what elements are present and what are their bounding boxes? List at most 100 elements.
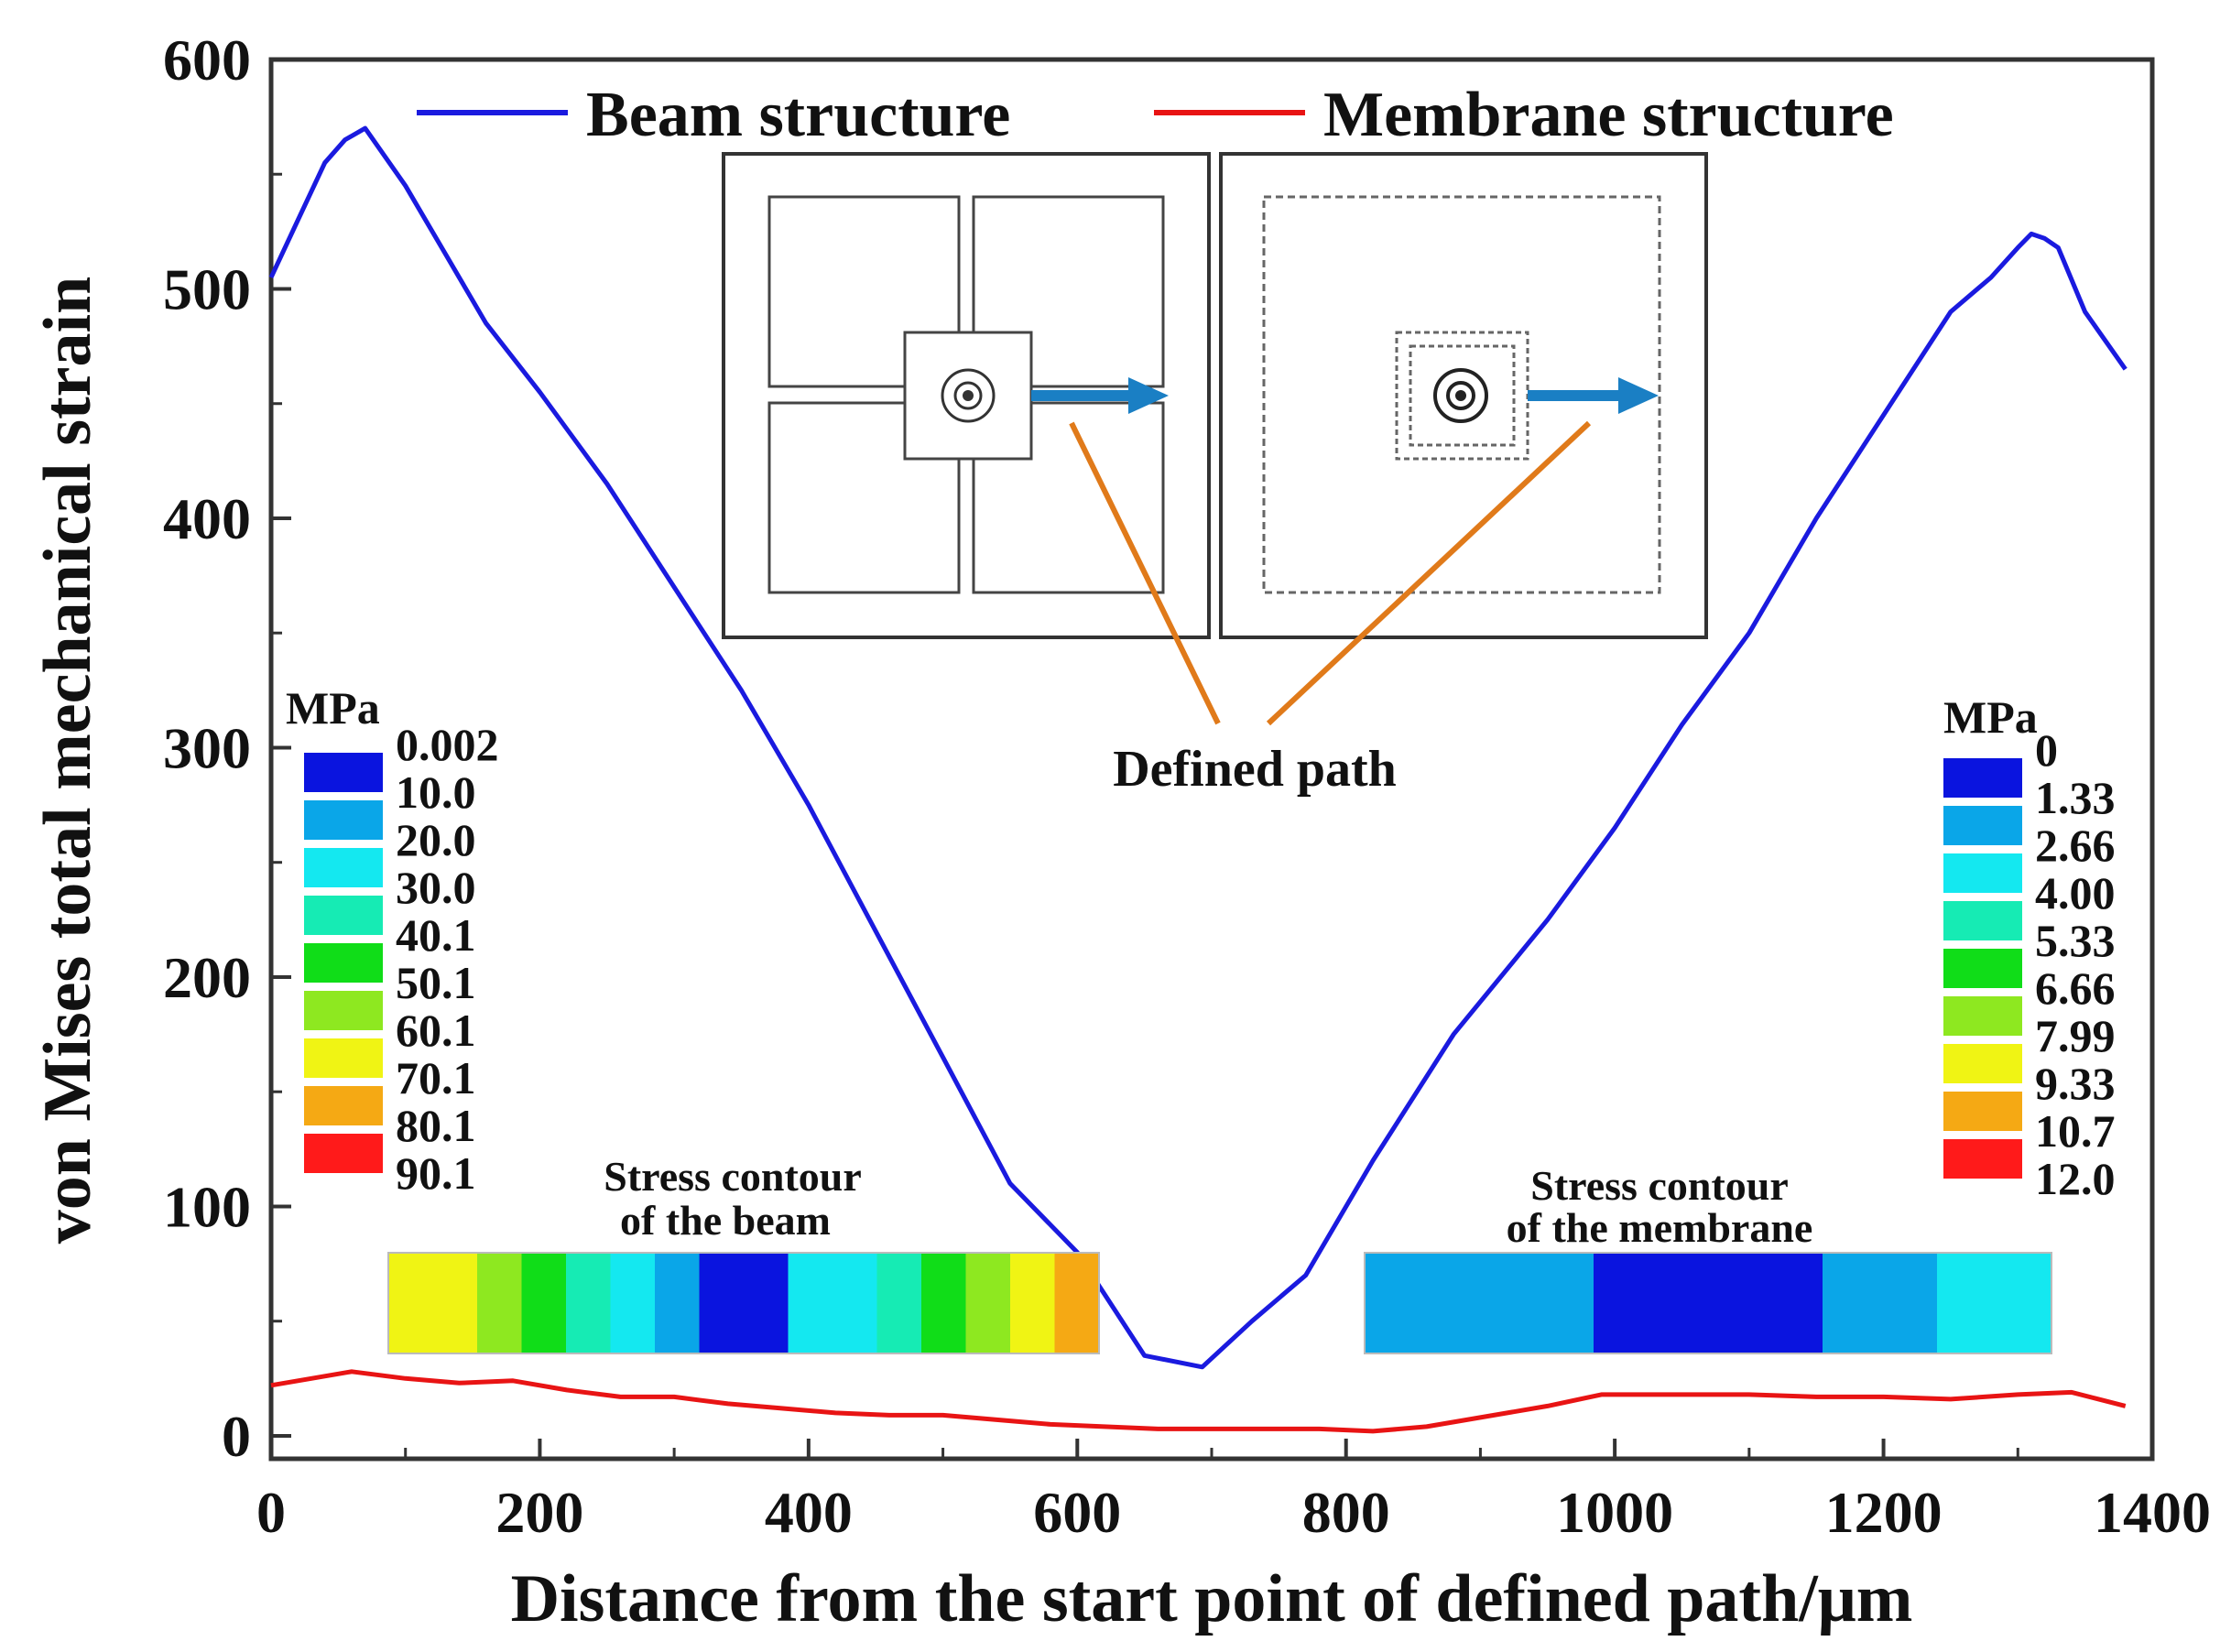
contour-0-band-13 bbox=[965, 1253, 1011, 1353]
x-tick-label-0: 0 bbox=[256, 1480, 286, 1545]
x-tick-label-4: 800 bbox=[1302, 1480, 1390, 1545]
contour-0-band-14 bbox=[1010, 1253, 1056, 1353]
contour-0-band-7 bbox=[699, 1253, 745, 1353]
colorbar-0-label-7: 70.1 bbox=[396, 1052, 476, 1103]
colorbar-0-swatch-2 bbox=[304, 848, 383, 887]
colorbar-0-label-6: 60.1 bbox=[396, 1005, 476, 1056]
tick-layer: 0 200 400 600 800 1000 1200 1400 0 100 200 300 400 50… bbox=[163, 27, 2211, 1545]
y-axis-title: von Mises total mechanical strain bbox=[30, 277, 105, 1244]
x-tick-label-6: 1200 bbox=[1825, 1480, 1943, 1545]
defined-path-label: Defined path bbox=[1113, 741, 1397, 798]
contour-0-band-1 bbox=[432, 1253, 478, 1353]
colorbar-0-label-3: 30.0 bbox=[396, 862, 476, 913]
contour-1-band-0 bbox=[1365, 1253, 1480, 1353]
y-tick-label-2: 200 bbox=[163, 945, 251, 1010]
contour-1-band-3 bbox=[1708, 1253, 1823, 1353]
colorbar-1-label-4: 5.33 bbox=[2035, 915, 2116, 966]
legend-label-beam: Beam structure bbox=[586, 80, 1010, 150]
colorbar-1-label-6: 7.99 bbox=[2035, 1010, 2116, 1061]
colorbar-1-label-7: 9.33 bbox=[2035, 1058, 2116, 1109]
inset-beam-schematic bbox=[722, 152, 1211, 639]
colorbar-beam-unit: MPa bbox=[286, 682, 380, 734]
contour-0-band-5 bbox=[610, 1253, 656, 1353]
colorbar-1-swatch-8 bbox=[1943, 1139, 2022, 1179]
colorbar-1-label-3: 4.00 bbox=[2035, 867, 2116, 918]
contour-1-band-5 bbox=[1937, 1253, 2052, 1353]
colorbar-1-swatch-0 bbox=[1943, 758, 2022, 798]
colorbar-0-label-0: 0.002 bbox=[396, 719, 499, 770]
contour-1-band-1 bbox=[1479, 1253, 1594, 1353]
contour-0-band-2 bbox=[477, 1253, 523, 1353]
colorbar-0-swatch-3 bbox=[304, 896, 383, 935]
colorbar-beam: MPa 0.00210.020.030.040.150.160.170.180.… bbox=[286, 682, 499, 1199]
colorbar-membrane-unit: MPa bbox=[1943, 691, 2038, 743]
colorbar-1-label-1: 1.33 bbox=[2035, 772, 2116, 823]
colorbar-1-label-8: 10.7 bbox=[2035, 1105, 2116, 1157]
y-tick-label-5: 500 bbox=[163, 256, 251, 321]
colorbar-0-label-1: 10.0 bbox=[396, 766, 476, 818]
legend-label-membrane: Membrane structure bbox=[1323, 80, 1894, 150]
colorbar-1-swatch-1 bbox=[1943, 806, 2022, 845]
colorbar-0-label-5: 50.1 bbox=[396, 957, 476, 1008]
colorbar-1-label-0: 0 bbox=[2035, 724, 2058, 776]
colorbar-0-label-4: 40.1 bbox=[396, 909, 476, 961]
contour-1-band-2 bbox=[1594, 1253, 1709, 1353]
colorbar-1-label-5: 6.66 bbox=[2035, 962, 2116, 1014]
defined-path-annotation: Defined path bbox=[1069, 420, 1592, 798]
colorbar-1-swatch-3 bbox=[1943, 901, 2022, 940]
contour-0-band-10 bbox=[833, 1253, 878, 1353]
y-tick-label-3: 300 bbox=[163, 715, 251, 780]
colorbar-1-swatch-5 bbox=[1943, 996, 2022, 1036]
contour-0-band-0 bbox=[388, 1253, 434, 1353]
colorbar-1-swatch-4 bbox=[1943, 949, 2022, 988]
colorbar-0-swatch-7 bbox=[304, 1086, 383, 1125]
contour-1-band-4 bbox=[1823, 1253, 1938, 1353]
colorbar-1-swatch-6 bbox=[1943, 1044, 2022, 1083]
colorbar-0-swatch-0 bbox=[304, 753, 383, 792]
colorbar-0-swatch-4 bbox=[304, 943, 383, 983]
colorbar-0-swatch-5 bbox=[304, 991, 383, 1030]
colorbar-0-label-8: 80.1 bbox=[396, 1100, 476, 1151]
membrane-contour-title-1: Stress contour bbox=[1530, 1162, 1789, 1209]
x-tick-label-2: 400 bbox=[765, 1480, 853, 1545]
inset-membrane-schematic bbox=[1219, 152, 1708, 639]
x-tick-label-7: 1400 bbox=[2094, 1480, 2211, 1545]
membrane-contour-title-2: of the membrane bbox=[1507, 1204, 1813, 1251]
x-tick-label-5: 1000 bbox=[1556, 1480, 1673, 1545]
y-tick-label-1: 100 bbox=[163, 1174, 251, 1239]
x-tick-label-3: 600 bbox=[1033, 1480, 1121, 1545]
membrane-stress-contour-strip bbox=[1364, 1252, 2052, 1354]
colorbar-1-swatch-7 bbox=[1943, 1092, 2022, 1131]
colorbar-0-label-2: 20.0 bbox=[396, 814, 476, 865]
colorbar-0-label-9: 90.1 bbox=[396, 1147, 476, 1199]
y-tick-label-0: 0 bbox=[222, 1404, 251, 1469]
contour-0-band-4 bbox=[566, 1253, 612, 1353]
contour-1-border bbox=[1364, 1252, 2052, 1354]
membrane-structure-line bbox=[270, 1369, 2127, 1434]
beam-structure-line bbox=[268, 125, 2128, 1370]
colorbar-1-swatch-2 bbox=[1943, 853, 2022, 893]
beam-contour-title-1: Stress contour bbox=[604, 1153, 862, 1200]
colorbar-membrane: MPa 01.332.664.005.336.667.999.3310.712.… bbox=[1943, 691, 2116, 1204]
contour-0-band-12 bbox=[921, 1253, 967, 1353]
y-tick-label-6: 600 bbox=[163, 27, 251, 92]
x-axis-title: Distance from the start point of defined… bbox=[511, 1561, 1913, 1636]
contour-0-border bbox=[387, 1252, 1100, 1354]
contour-0-band-15 bbox=[1054, 1253, 1100, 1353]
colorbar-0-swatch-1 bbox=[304, 800, 383, 840]
colorbar-0-swatch-6 bbox=[304, 1038, 383, 1078]
legend: Beam structure Membrane structure bbox=[417, 80, 1894, 150]
colorbar-1-label-9: 12.0 bbox=[2035, 1153, 2116, 1204]
colorbar-1-label-2: 2.66 bbox=[2035, 820, 2116, 871]
x-tick-label-1: 200 bbox=[495, 1480, 583, 1545]
y-tick-label-4: 400 bbox=[163, 486, 251, 551]
contour-0-band-8 bbox=[744, 1253, 789, 1353]
contour-0-band-11 bbox=[876, 1253, 922, 1353]
contour-0-band-6 bbox=[655, 1253, 701, 1353]
contour-0-band-3 bbox=[521, 1253, 567, 1353]
contour-0-band-9 bbox=[788, 1253, 833, 1353]
beam-contour-title-2: of the beam bbox=[620, 1197, 831, 1244]
beam-stress-contour-strip bbox=[387, 1252, 1100, 1354]
colorbar-0-swatch-8 bbox=[304, 1134, 383, 1173]
